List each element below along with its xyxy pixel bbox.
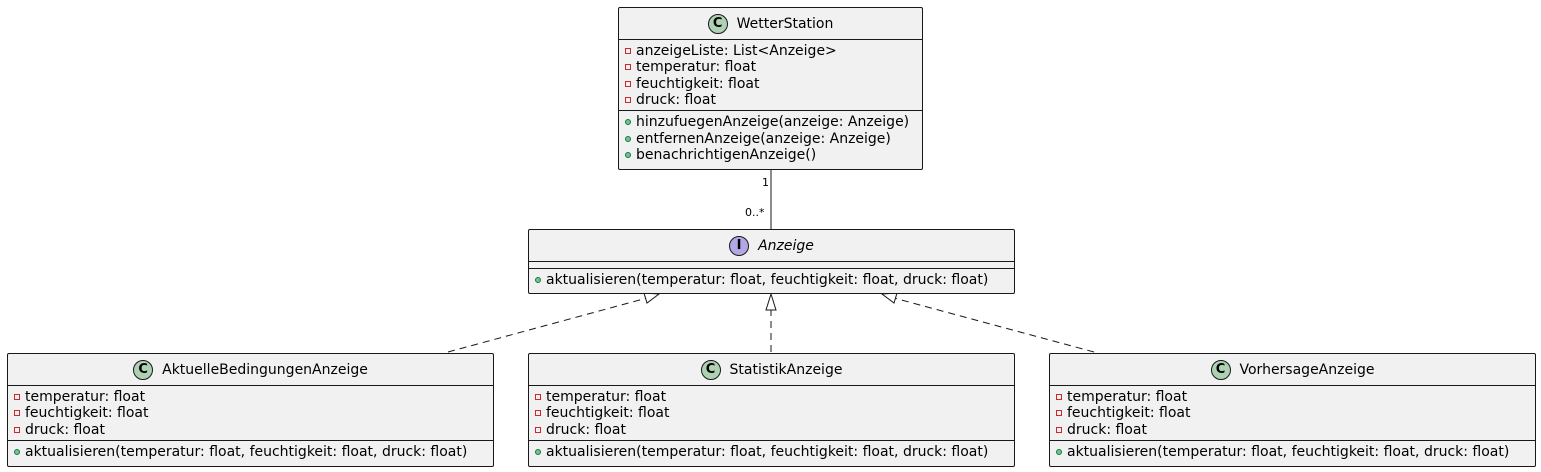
attributes-section: temperatur: float feuchtigkeit: float dr… <box>8 386 493 440</box>
multiplicity-source: 1 <box>762 176 769 189</box>
method-text: entfernenAnzeige(anzeige: Anzeige) <box>636 130 891 147</box>
attribute-text: druck: float <box>546 421 626 438</box>
attribute-text: feuchtigkeit: float <box>1067 405 1191 422</box>
method-text: aktualisieren(temperatur: float, feuchti… <box>1067 444 1510 461</box>
methods-section: hinzufuegenAnzeige(anzeige: Anzeige) ent… <box>619 110 922 165</box>
attribute-row: druck: float <box>619 92 922 108</box>
class-badge-icon: C <box>133 359 154 380</box>
private-marker-icon <box>535 410 541 417</box>
class-wetterstation[interactable]: C WetterStation anzeigeListe: List<Anzei… <box>618 7 923 170</box>
private-marker-icon <box>625 80 631 87</box>
class-name: AktuelleBedingungenAnzeige <box>162 361 368 378</box>
realization-line-vorhersage <box>893 297 1095 353</box>
private-marker-icon <box>1056 410 1062 417</box>
attribute-text: druck: float <box>636 92 716 109</box>
method-row: aktualisieren(temperatur: float, feuchti… <box>529 272 1014 288</box>
class-header: C AktuelleBedingungenAnzeige <box>8 354 493 386</box>
class-name: VorhersageAnzeige <box>1239 361 1375 378</box>
attribute-row: temperatur: float <box>529 389 1014 405</box>
attribute-text: feuchtigkeit: float <box>546 405 670 422</box>
methods-section: aktualisieren(temperatur: float, feuchti… <box>8 439 493 462</box>
public-marker-icon <box>535 277 541 284</box>
private-marker-icon <box>14 394 20 401</box>
method-text: hinzufuegenAnzeige(anzeige: Anzeige) <box>636 114 910 131</box>
method-row: entfernenAnzeige(anzeige: Anzeige) <box>619 130 922 147</box>
class-header: C VorhersageAnzeige <box>1050 354 1535 386</box>
attribute-text: temperatur: float <box>1067 389 1188 406</box>
attribute-row: druck: float <box>8 422 493 438</box>
class-statistik-anzeige[interactable]: C StatistikAnzeige temperatur: float feu… <box>528 353 1015 467</box>
method-row: benachrichtigenAnzeige() <box>619 147 922 163</box>
realization-arrowhead-aktuelle <box>643 292 661 304</box>
method-row: aktualisieren(temperatur: float, feuchti… <box>1050 444 1535 460</box>
methods-section: aktualisieren(temperatur: float, feuchti… <box>529 439 1014 462</box>
attribute-text: feuchtigkeit: float <box>636 75 760 92</box>
realization-arrowhead-statistik <box>765 292 777 311</box>
attribute-row: anzeigeListe: List<Anzeige> <box>619 43 922 59</box>
attribute-row: feuchtigkeit: float <box>8 405 493 421</box>
attribute-row: temperatur: float <box>619 59 922 75</box>
method-text: aktualisieren(temperatur: float, feuchti… <box>25 444 468 461</box>
class-name: Anzeige <box>758 237 814 254</box>
attribute-text: druck: float <box>25 421 105 438</box>
attribute-row: feuchtigkeit: float <box>1050 405 1535 421</box>
attribute-text: temperatur: float <box>25 389 146 406</box>
attribute-row: feuchtigkeit: float <box>529 405 1014 421</box>
attribute-row: temperatur: float <box>8 389 493 405</box>
method-row: aktualisieren(temperatur: float, feuchti… <box>8 444 493 460</box>
private-marker-icon <box>14 410 20 417</box>
class-vorhersage-anzeige[interactable]: C VorhersageAnzeige temperatur: float fe… <box>1049 353 1536 467</box>
method-row: hinzufuegenAnzeige(anzeige: Anzeige) <box>619 114 922 130</box>
class-badge-icon: C <box>1210 359 1231 380</box>
attribute-text: temperatur: float <box>636 59 757 76</box>
method-text: benachrichtigenAnzeige() <box>636 146 817 163</box>
class-header: I Anzeige <box>529 230 1014 262</box>
method-text: aktualisieren(temperatur: float, feuchti… <box>546 272 989 289</box>
attribute-text: feuchtigkeit: float <box>25 405 149 422</box>
methods-section: aktualisieren(temperatur: float, feuchti… <box>529 268 1014 290</box>
public-marker-icon <box>625 151 631 158</box>
interface-badge-icon: I <box>729 235 750 256</box>
method-text: aktualisieren(temperatur: float, feuchti… <box>546 444 989 461</box>
class-name: WetterStation <box>736 15 834 32</box>
private-marker-icon <box>625 97 631 104</box>
class-aktuelle-bedingungen-anzeige[interactable]: C AktuelleBedingungenAnzeige temperatur:… <box>7 353 494 467</box>
attribute-row: druck: float <box>529 422 1014 438</box>
private-marker-icon <box>625 64 631 71</box>
attributes-section: anzeigeListe: List<Anzeige> temperatur: … <box>619 40 922 110</box>
private-marker-icon <box>625 48 631 55</box>
methods-section: aktualisieren(temperatur: float, feuchti… <box>1050 439 1535 462</box>
public-marker-icon <box>625 135 631 142</box>
class-header: C StatistikAnzeige <box>529 354 1014 386</box>
private-marker-icon <box>1056 426 1062 433</box>
multiplicity-target: 0..* <box>745 206 765 219</box>
public-marker-icon <box>625 119 631 126</box>
attribute-row: druck: float <box>1050 422 1535 438</box>
public-marker-icon <box>535 449 541 456</box>
attribute-text: druck: float <box>1067 421 1147 438</box>
class-badge-icon: C <box>707 13 728 34</box>
private-marker-icon <box>14 426 20 433</box>
public-marker-icon <box>14 449 20 456</box>
private-marker-icon <box>535 394 541 401</box>
realization-line-aktuelle <box>447 297 648 353</box>
method-row: aktualisieren(temperatur: float, feuchti… <box>529 444 1014 460</box>
class-header: C WetterStation <box>619 8 922 40</box>
class-name: StatistikAnzeige <box>729 361 843 378</box>
class-badge-icon: C <box>700 359 721 380</box>
attribute-row: feuchtigkeit: float <box>619 76 922 92</box>
private-marker-icon <box>535 426 541 433</box>
attribute-text: temperatur: float <box>546 389 667 406</box>
realization-arrowhead-vorhersage <box>880 292 898 304</box>
attribute-text: anzeigeListe: List<Anzeige> <box>636 43 837 60</box>
private-marker-icon <box>1056 394 1062 401</box>
interface-anzeige[interactable]: I Anzeige aktualisieren(temperatur: floa… <box>528 229 1015 294</box>
attribute-row: temperatur: float <box>1050 389 1535 405</box>
attributes-section: temperatur: float feuchtigkeit: float dr… <box>1050 386 1535 440</box>
public-marker-icon <box>1056 449 1062 456</box>
attributes-section: temperatur: float feuchtigkeit: float dr… <box>529 386 1014 440</box>
